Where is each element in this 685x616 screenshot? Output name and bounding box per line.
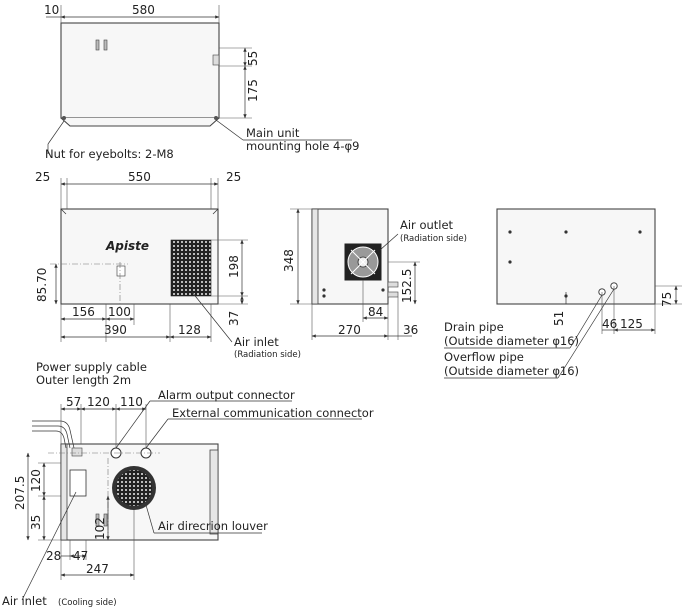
back-view-body: [496, 208, 656, 305]
dim-390: 390: [104, 323, 127, 337]
dim-57: 57: [66, 395, 81, 409]
label-power-cable-length: Outer length 2m: [36, 373, 131, 387]
dim-25-right: 25: [226, 170, 241, 184]
dim-128: 128: [178, 323, 201, 337]
dim-120-top: 120: [87, 395, 110, 409]
label-overflow-pipe: Overflow pipe: [444, 350, 524, 364]
label-louver: Air direcrion louver: [158, 519, 268, 533]
label-air-outlet: Air outlet: [400, 218, 454, 232]
dim-175: 175: [246, 79, 260, 102]
side-view-pipe: [387, 291, 399, 298]
label-drain-pipe: Drain pipe: [444, 320, 504, 334]
top-view-body: [60, 22, 220, 119]
label-air-outlet-sub: (Radiation side): [400, 234, 467, 244]
dim-10: 10: [44, 3, 59, 17]
label-air-inlet-front: Air inlet: [234, 335, 279, 349]
dim-207-5: 207.5: [13, 476, 27, 510]
side-view-flange: [311, 208, 319, 305]
dim-198: 198: [227, 255, 241, 278]
label-mounting-hole: mounting hole 4-φ9: [246, 139, 359, 153]
dim-110: 110: [120, 395, 143, 409]
dim-51: 51: [552, 311, 566, 326]
dim-84: 84: [368, 305, 383, 319]
bottom-view: 57 120 110 207.5 120 35 102 28 47 247 Po…: [2, 360, 374, 608]
dim-25-left: 25: [35, 170, 50, 184]
top-view-fitting: [103, 39, 108, 51]
dim-36: 36: [403, 323, 418, 337]
front-view: Apiste 25 550 25 198 37 85.70 156 100 3: [35, 170, 301, 360]
label-air-inlet-bottom-sub: (Cooling side): [58, 598, 117, 608]
top-view-fitting: [212, 54, 220, 66]
dim-46: 46: [602, 317, 617, 331]
side-view: 348 152.5 84 270 36 Air outlet (Radiatio…: [282, 208, 467, 340]
bottom-air-inlet: [69, 469, 87, 497]
top-view-lip: [60, 117, 220, 127]
dim-550: 550: [128, 170, 151, 184]
top-view-fitting: [95, 39, 100, 51]
dim-37: 37: [227, 311, 241, 326]
label-eyebolts: Nut for eyebolts: 2-M8: [45, 147, 174, 161]
label-drain-pipe-diameter: (Outside diameter φ16): [444, 334, 579, 348]
back-view: 75 51 46 125 Drain pipe (Outside diamete…: [444, 208, 682, 379]
bottom-view-body: [60, 443, 219, 541]
mounting-hole: [214, 116, 218, 120]
front-view-grill: [170, 239, 212, 297]
dim-156: 156: [72, 305, 95, 319]
dim-102: 102: [93, 517, 107, 540]
label-power-cable: Power supply cable: [36, 360, 147, 374]
dim-47: 47: [73, 549, 88, 563]
dim-85-70: 85.70: [35, 268, 49, 302]
bottom-view-flange: [209, 449, 219, 535]
label-air-inlet-bottom: Air inlet: [2, 594, 47, 608]
dim-75: 75: [660, 292, 674, 307]
label-alarm-output: Alarm output connector: [158, 388, 295, 402]
label-external-communication: External communication connector: [172, 406, 374, 420]
label-air-inlet-front-sub: (Radiation side): [234, 350, 301, 360]
dim-580: 580: [132, 3, 155, 17]
dim-28: 28: [46, 549, 61, 563]
dim-152-5: 152.5: [400, 269, 414, 303]
dim-120-side: 120: [29, 469, 43, 492]
side-view-pipe: [387, 281, 399, 288]
dim-270: 270: [338, 323, 361, 337]
dim-348: 348: [282, 249, 296, 272]
dim-55: 55: [246, 51, 260, 66]
front-view-panel-icon: [116, 265, 126, 277]
power-cable-gland: [71, 447, 83, 457]
mounting-hole: [62, 116, 66, 120]
dim-35: 35: [29, 515, 43, 530]
dim-100: 100: [108, 305, 131, 319]
top-view: 10 580 55 175 Main unit mounting hole 4-…: [44, 3, 359, 161]
label-main-unit: Main unit: [246, 126, 300, 140]
front-view-logo: Apiste: [105, 239, 149, 253]
dim-125: 125: [620, 317, 643, 331]
dim-247: 247: [86, 562, 109, 576]
label-overflow-pipe-diameter: (Outside diameter φ16): [444, 364, 579, 378]
